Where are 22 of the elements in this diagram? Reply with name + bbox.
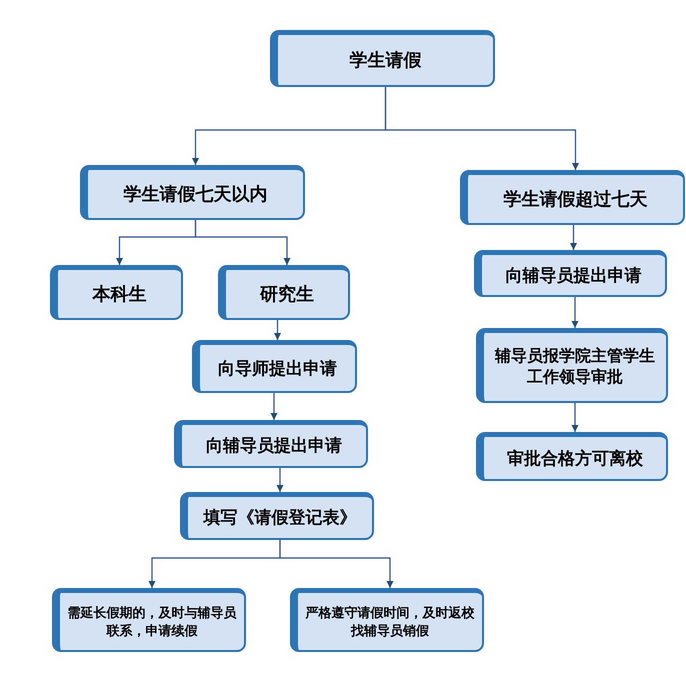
process-box: 学生请假七天以内 (80, 165, 305, 220)
arrow (274, 320, 281, 340)
process-box: 向辅导员提出申请 (474, 250, 667, 297)
process-box: 学生请假超过七天 (460, 170, 685, 225)
process-box: 辅导员报学院主管学生工作领导审批 (476, 328, 668, 403)
process-box: 审批合格方可离校 (476, 432, 668, 481)
arrow (279, 540, 394, 588)
arrow (384, 87, 579, 170)
process-box: 研究生 (218, 265, 350, 320)
process-box: 需延长假期的，及时与辅导员联系，申请续假 (52, 588, 246, 652)
process-box: 填写《请假登记表》 (180, 492, 374, 540)
arrow (572, 297, 578, 328)
arrow (570, 225, 577, 250)
process-box: 严格遵守请假时间，及时返校找辅导员销假 (290, 588, 484, 652)
arrow (270, 393, 278, 420)
process-box: 向辅导员提出申请 (174, 420, 368, 468)
process-box: 本科生 (50, 265, 183, 320)
arrow (276, 468, 284, 492)
process-box: 学生请假 (270, 30, 495, 87)
process-box: 向导师提出申请 (192, 340, 357, 393)
arrow (572, 403, 578, 432)
arrow (194, 220, 290, 265)
